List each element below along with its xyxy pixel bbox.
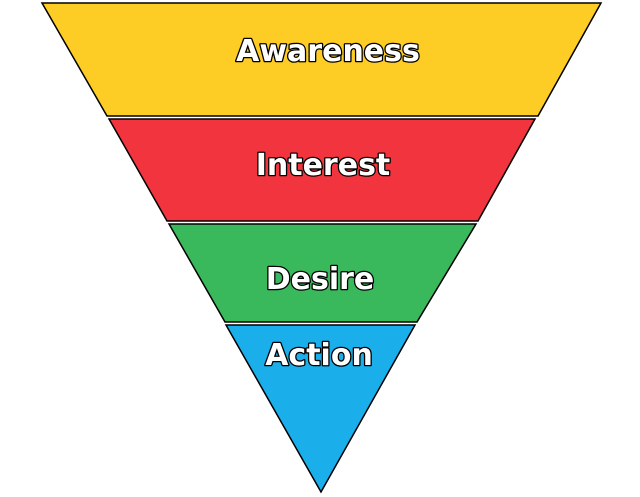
funnel-stage-desire: Desire (167, 223, 478, 323)
funnel-stage-desire-label: Desire (266, 262, 375, 297)
funnel-stage-action-label: Action (265, 338, 373, 373)
funnel-stage-awareness-shape (40, 2, 603, 117)
funnel-stage-action-shape (224, 324, 417, 494)
funnel-stage-action: Action (224, 324, 417, 494)
funnel-stage-interest: Interest (107, 118, 537, 222)
funnel-stage-interest-label: Interest (256, 148, 391, 183)
funnel-stage-interest-shape (107, 118, 537, 222)
funnel-stage-awareness: Awareness (40, 2, 603, 117)
funnel-stage-awareness-label: Awareness (236, 34, 420, 69)
funnel-stage-desire-shape (167, 223, 478, 323)
